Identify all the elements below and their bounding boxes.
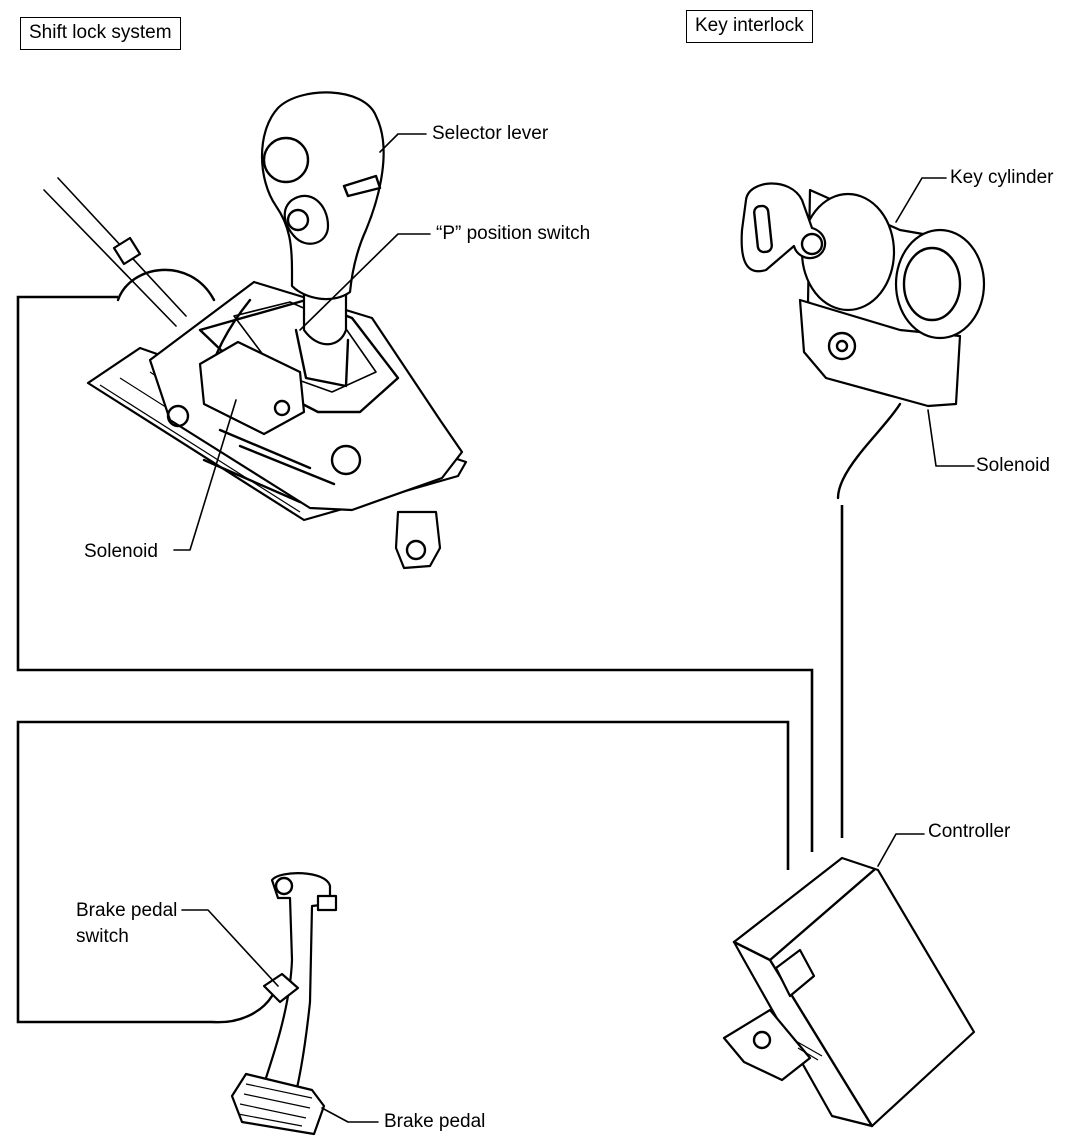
key-interlock-title: Key interlock [686, 10, 813, 43]
shift-lock-system-title: Shift lock system [20, 17, 181, 50]
key-cylinder-label: Key cylinder [950, 167, 1054, 188]
leader-lines [173, 133, 975, 1123]
selector-lever-label: Selector lever [432, 123, 549, 144]
selector-lever-assembly [43, 91, 468, 570]
controller-label: Controller [928, 821, 1011, 842]
key-solenoid-label: Solenoid [976, 455, 1050, 476]
controller-unit [722, 856, 976, 1128]
brake-pedal-label: Brake pedal [384, 1111, 486, 1132]
shift-solenoid-label: Solenoid [84, 541, 158, 562]
brake-pedal-assembly [210, 872, 338, 1136]
brake-pedal-switch-label-line1: Brake pedal [76, 900, 178, 921]
key-cylinder-assembly [740, 182, 986, 500]
wiring-harness [16, 295, 844, 1024]
p-position-switch-label: “P” position switch [436, 223, 591, 244]
brake-pedal-switch-label-line2: switch [76, 926, 129, 947]
